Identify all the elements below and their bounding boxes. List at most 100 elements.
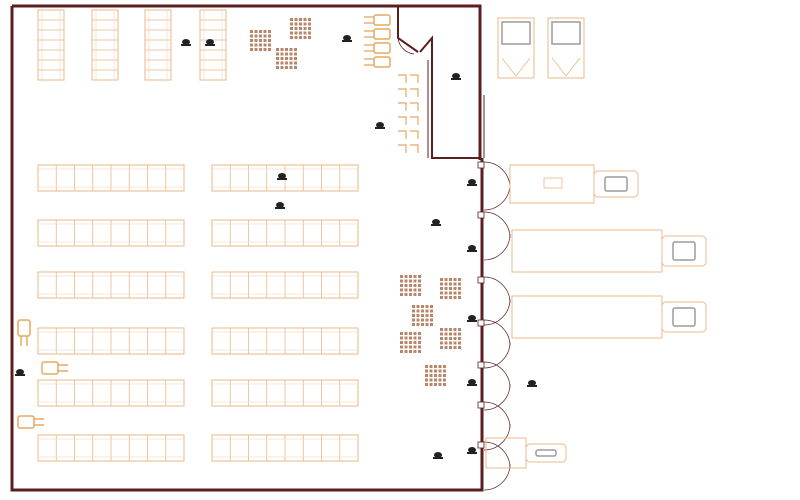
chair-outline <box>398 144 407 153</box>
pallet-box <box>418 288 421 292</box>
vertical-rack-group <box>37 9 227 81</box>
pallet-box <box>268 34 271 38</box>
chair-outline <box>410 74 419 83</box>
pallet-box <box>449 287 452 290</box>
pallet-box <box>280 52 284 56</box>
chair-outline <box>410 144 419 153</box>
pallet-box <box>268 39 271 42</box>
pallet-box <box>289 48 293 51</box>
pallet-box <box>409 332 412 335</box>
horizontal-rack <box>211 219 359 247</box>
pallet-box <box>429 374 433 377</box>
parked-trailer-group <box>497 17 585 79</box>
forklift-icon <box>17 415 44 429</box>
office-chair-group <box>398 74 419 153</box>
office-chair <box>410 116 419 125</box>
forklift-body <box>41 361 59 375</box>
chair-outline <box>398 74 407 83</box>
door-swing-arc <box>483 233 511 261</box>
worker-body <box>205 44 215 46</box>
pallet-box <box>263 48 267 51</box>
forklift-icon <box>364 14 391 26</box>
door-post <box>477 319 485 327</box>
worker-head <box>468 447 476 453</box>
worker-head <box>206 39 214 45</box>
worker-icon <box>15 369 25 376</box>
office-chair <box>398 102 407 111</box>
pallet-box <box>290 31 293 35</box>
pallet-box <box>444 337 448 340</box>
pallet-box <box>444 291 448 295</box>
office-chair <box>398 88 407 97</box>
pallet-box <box>429 365 433 368</box>
parked-trailer <box>497 17 535 79</box>
worker-head <box>468 315 476 321</box>
chair-outline <box>398 88 407 97</box>
pallet-box <box>259 30 262 33</box>
pallet-box <box>294 52 297 56</box>
pallet-box <box>308 22 311 26</box>
forklift-body <box>373 42 391 54</box>
pallet-box <box>263 39 267 42</box>
pallet-box <box>250 48 253 51</box>
door-swing-arc <box>483 401 511 429</box>
pallet-box <box>425 369 428 373</box>
worker-body <box>467 250 477 252</box>
pallet-box <box>453 328 457 331</box>
pallet-box <box>285 61 288 65</box>
pallet-box <box>299 22 302 26</box>
pallet-box <box>250 34 253 38</box>
worker-body <box>451 78 461 80</box>
pallet-box <box>409 288 412 292</box>
rack-frame <box>37 9 65 81</box>
truck-windshield <box>604 176 628 192</box>
pallet-box <box>440 278 443 281</box>
pallet-box <box>421 314 424 317</box>
horizontal-rack <box>37 327 185 355</box>
pallet-box <box>285 48 288 51</box>
pallet-box <box>453 337 457 340</box>
pallet-box <box>250 30 253 33</box>
chair-outline <box>410 88 419 97</box>
pallet-box <box>440 332 443 336</box>
pallet-box <box>413 336 417 340</box>
pallet-box <box>453 346 457 349</box>
pallet-box <box>444 296 448 299</box>
pallet-box <box>404 345 408 349</box>
pallet-box <box>453 296 457 299</box>
forklift-icon <box>41 361 68 375</box>
office-chair <box>410 74 419 83</box>
pallet-box <box>430 318 433 322</box>
worker-head <box>278 173 286 179</box>
pallet-box <box>294 48 297 51</box>
pallet-box <box>259 39 262 42</box>
pallet-box <box>434 374 437 377</box>
pallet-box <box>412 305 415 308</box>
pallet-box <box>444 328 448 331</box>
door-swing-arc <box>483 183 511 211</box>
pallet-box <box>294 66 297 69</box>
worker-head <box>276 202 284 208</box>
pallet-box <box>308 31 311 35</box>
pallet-box <box>254 48 258 51</box>
pallet-box <box>425 365 428 368</box>
truck-trailer <box>511 295 663 339</box>
worker-body <box>467 384 477 386</box>
pallet-box <box>412 323 415 326</box>
pallet-box <box>440 337 443 340</box>
horizontal-rack <box>37 434 185 462</box>
office-chair <box>410 130 419 139</box>
pallet-box <box>263 34 267 38</box>
pallet-box <box>418 332 421 335</box>
worker-body <box>467 320 477 322</box>
worker-head <box>468 179 476 185</box>
pallet-box <box>289 57 293 60</box>
vertical-rack <box>91 9 119 81</box>
pallet-box <box>416 318 420 322</box>
pallet-box <box>400 275 403 278</box>
forklift-body <box>373 28 391 40</box>
worker-body <box>467 184 477 186</box>
door-swing-arc <box>483 361 511 389</box>
pallet-box <box>430 309 433 313</box>
